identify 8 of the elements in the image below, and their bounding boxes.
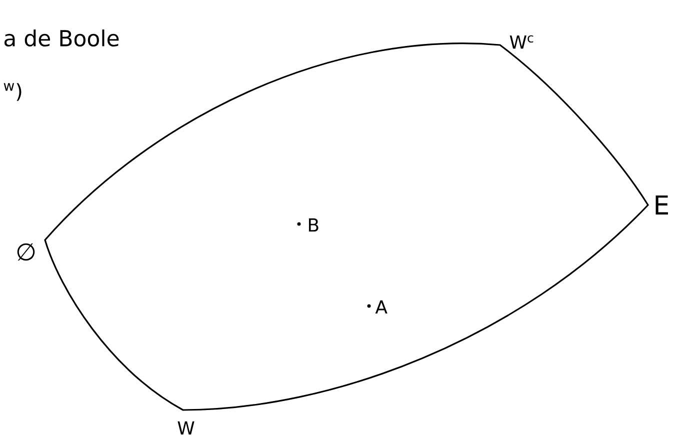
vertex-label: E [656,196,668,214]
heading-text: $^{w}$) [4,83,22,101]
point-label: B [308,218,318,232]
point-label: A [375,300,388,314]
vertex-label: W$^{c}$ [510,35,534,49]
vertex-label: W [178,421,194,435]
vertex-label: ∅ [17,243,35,261]
heading-text: a de Boole [4,29,119,46]
